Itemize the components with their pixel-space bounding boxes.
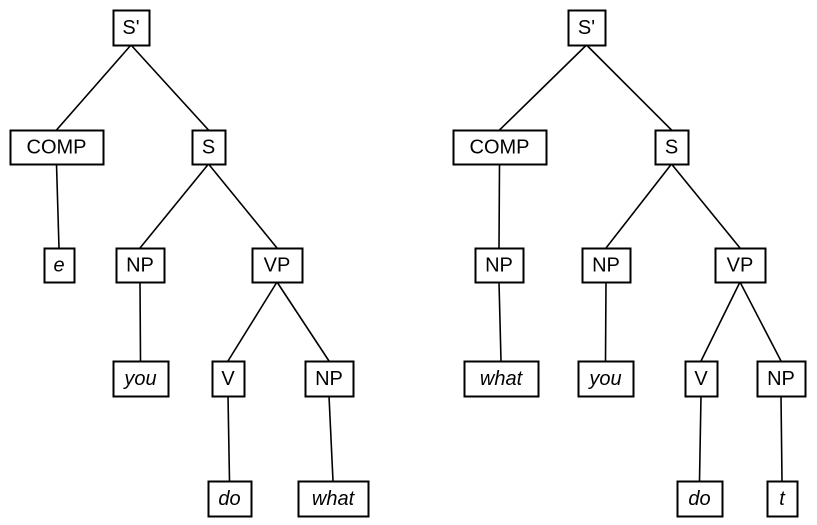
tree-node-L-NP2: NP [304,360,355,398]
node-label-L-VP: VP [264,254,291,276]
node-box-L-COMP [9,129,105,166]
deep-structure-tree-edges [55,44,334,482]
node-label-R-Sbar: S' [578,17,595,39]
tree-node-L-e: e [43,247,76,284]
tree-edge-R-V-to-R-do [698,395,702,482]
node-label-L-NP1: NP [126,254,154,276]
tree-node-R-do: do [676,480,724,518]
node-box-L-NP2 [304,360,355,398]
tree-node-R-COMP: COMP [452,129,548,166]
node-box-L-what [297,480,370,518]
tree-node-R-Sbar: S' [567,9,607,47]
node-box-R-Sbar [567,9,607,47]
node-label-L-what: what [312,488,356,510]
node-box-R-you [577,360,635,398]
node-box-R-NP2 [756,360,807,398]
node-box-R-what [463,360,540,398]
tree-node-R-V: V [684,360,719,398]
node-box-R-NP1 [581,247,632,284]
tree-edge-L-S-to-L-VP [207,163,278,249]
tree-edge-L-V-to-L-do [227,395,231,482]
tree-node-R-t: t [766,480,799,518]
tree-edge-R-NP0-to-R-what [498,281,502,362]
tree-edge-R-NP1-to-R-you [604,281,607,362]
tree-edge-R-COMP-to-R-NP0 [498,163,501,249]
node-label-R-what: what [480,368,524,390]
node-label-R-COMP: COMP [470,136,530,158]
node-label-L-NP2: NP [315,368,343,390]
tree-edge-L-VP-to-L-NP2 [276,281,330,362]
node-label-R-NP2: NP [767,368,795,390]
tree-edge-R-S-to-R-NP1 [605,163,673,249]
tree-edge-L-NP1-to-L-you [139,281,142,362]
tree-node-R-VP: VP [714,247,767,284]
tree-edge-R-Sbar-to-R-S [585,44,673,131]
tree-node-R-S: S [654,129,690,166]
tree-edge-L-Sbar-to-L-COMP [55,44,132,131]
node-label-L-do: do [218,488,240,510]
tree-node-L-do: do [207,480,253,518]
tree-edge-R-NP2-to-R-t [780,395,783,482]
node-label-R-S: S [665,136,678,158]
tree-node-R-NP2: NP [756,360,807,398]
node-box-R-COMP [452,129,548,166]
surface-structure-tree-nodes: S' COMP S NP NP VP what you V NP do t [452,9,807,518]
tree-edge-L-COMP-to-L-e [55,163,60,249]
node-label-R-V: V [694,368,708,390]
node-label-L-V: V [221,368,235,390]
tree-node-L-Sbar: S' [112,9,151,47]
tree-node-R-NP0: NP [474,247,525,284]
node-label-R-you: you [587,368,621,390]
tree-node-L-NP1: NP [115,247,166,284]
tree-edge-L-S-to-L-NP1 [139,163,210,249]
tree-edge-L-NP2-to-L-what [328,395,334,482]
tree-edge-L-Sbar-to-L-S [130,44,210,131]
tree-edge-L-VP-to-L-V [227,281,278,362]
node-box-L-S [191,129,227,166]
node-label-L-COMP: COMP [27,136,87,158]
node-box-L-do [207,480,253,518]
node-box-L-you [112,360,170,398]
node-box-R-do [676,480,724,518]
tree-node-R-you: you [577,360,635,398]
node-box-L-Sbar [112,9,151,47]
tree-edge-R-Sbar-to-R-COMP [498,44,588,131]
node-box-L-V [211,360,246,398]
node-label-L-S: S [202,136,215,158]
tree-node-L-COMP: COMP [9,129,105,166]
node-box-R-S [654,129,690,166]
tree-node-L-V: V [211,360,246,398]
tree-node-L-S: S [191,129,227,166]
node-label-L-e: e [53,254,64,276]
node-box-R-NP0 [474,247,525,284]
node-label-R-NP1: NP [592,254,620,276]
tree-node-L-VP: VP [251,247,304,284]
node-box-L-VP [251,247,304,284]
tree-edge-R-VP-to-R-V [700,281,741,362]
node-box-R-V [684,360,719,398]
tree-node-L-what: what [297,480,370,518]
node-box-L-e [43,247,76,284]
tree-node-R-NP1: NP [581,247,632,284]
node-label-R-VP: VP [727,254,754,276]
tree-node-L-you: you [112,360,170,398]
node-label-L-Sbar: S' [122,17,139,39]
surface-structure-tree-edges [498,44,783,482]
node-box-R-VP [714,247,767,284]
node-label-L-you: you [122,368,156,390]
tree-edge-R-S-to-R-VP [670,163,741,249]
node-label-R-NP0: NP [485,254,513,276]
node-label-R-t: t [779,488,786,510]
tree-node-R-what: what [463,360,540,398]
tree-edge-R-VP-to-R-NP2 [739,281,782,362]
node-label-R-do: do [688,488,710,510]
node-box-L-NP1 [115,247,166,284]
node-box-R-t [766,480,799,518]
